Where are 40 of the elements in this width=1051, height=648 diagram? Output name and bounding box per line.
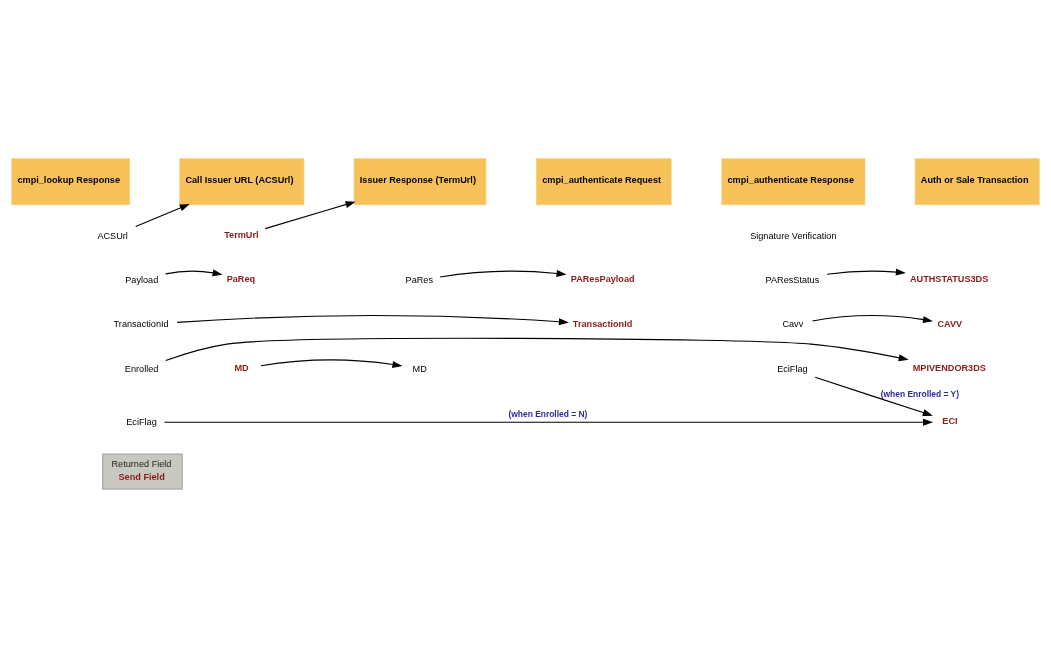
node-box: Auth or Sale Transaction (914, 158, 1040, 205)
node-text: EciFlag (777, 363, 808, 374)
node-box: Returned Field Send Field (102, 453, 183, 490)
node-text: TransactionId (572, 318, 633, 329)
node-box: Call Issuer URL (ACSUrl) (179, 158, 305, 205)
label: Signature Verification (750, 230, 837, 241)
arrow (135, 204, 190, 227)
node-text: CAVV (937, 318, 963, 329)
node-text: AUTHSTATUS3DS (909, 274, 989, 285)
node-text: ACSUrl (97, 230, 128, 241)
arrow (176, 315, 569, 326)
node-text: PaRes (405, 275, 434, 286)
node-text: EciFlag (126, 416, 157, 427)
arrow (165, 269, 223, 277)
node-box: cmpi_lookup Response (11, 158, 130, 205)
node-text: Enrolled (124, 363, 159, 374)
node-box: Issuer Response (TermUrl) (353, 158, 487, 205)
node-text: TransactionId (113, 319, 169, 330)
edge-label: (when Enrolled = Y) (880, 389, 960, 400)
node-text: Payload (125, 275, 159, 286)
node-text: MD (412, 363, 427, 374)
node-box: cmpi_authenticate Request (536, 158, 672, 205)
node-text: ECI (942, 415, 958, 426)
edge-label: (when Enrolled = N) (508, 409, 588, 420)
node-text: PAResPayload (570, 274, 635, 285)
arrow (163, 418, 934, 426)
arrow (826, 268, 906, 276)
node-text: Cavv (782, 319, 804, 330)
arrow (260, 359, 403, 368)
arrow (439, 269, 567, 278)
node-text: TermUrl (224, 229, 259, 240)
node-box: cmpi_authenticate Response (721, 158, 866, 205)
node-text: MPIVENDOR3DS (912, 363, 986, 374)
arrow (811, 315, 933, 324)
arrow (165, 337, 909, 362)
node-text: PaReq (226, 274, 256, 285)
node-text: PAResStatus (765, 275, 820, 286)
node-text: MD (234, 363, 249, 374)
arrow (814, 376, 933, 417)
arrow (264, 201, 356, 230)
